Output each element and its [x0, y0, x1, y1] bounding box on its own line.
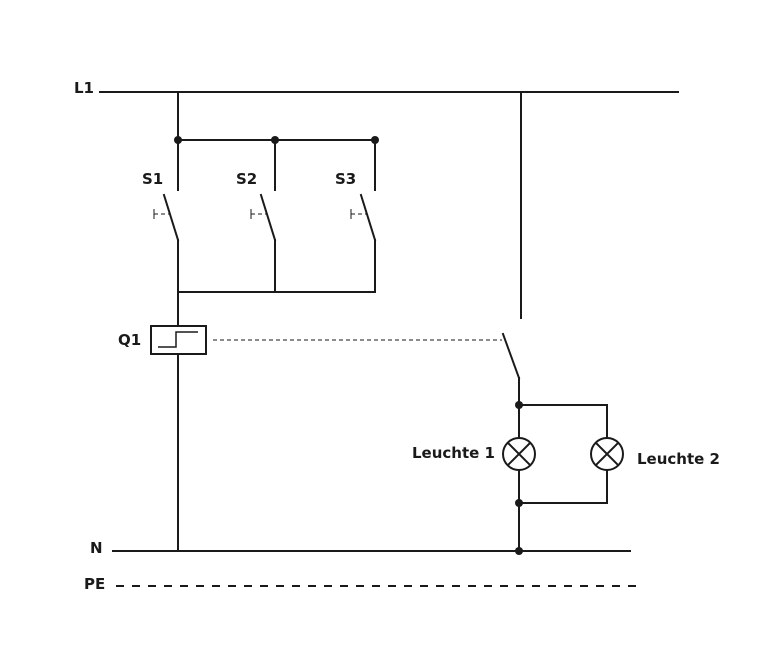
- q1-label: Q1: [118, 331, 141, 349]
- junction-dot: [515, 401, 523, 409]
- switch-s3: [350, 193, 377, 293]
- s1-label: S1: [142, 170, 163, 188]
- s3-label: S3: [335, 170, 356, 188]
- lamp-2-label: Leuchte 2: [637, 450, 720, 468]
- lamp-1-icon: [502, 437, 536, 471]
- switch-s1: [153, 193, 180, 293]
- junction-dot: [515, 547, 523, 555]
- junction-dot: [371, 136, 379, 144]
- n-label: N: [90, 539, 103, 557]
- relay-contact: [501, 332, 521, 380]
- junction-dot: [515, 499, 523, 507]
- s2-label: S2: [236, 170, 257, 188]
- pe-label: PE: [84, 575, 105, 593]
- lamp-1-label: Leuchte 1: [412, 444, 495, 462]
- junction-dot: [174, 136, 182, 144]
- lamp-2-icon: [590, 437, 624, 471]
- relay-q1: [150, 325, 207, 355]
- junction-dot: [271, 136, 279, 144]
- switch-s2: [250, 193, 277, 293]
- l1-label: L1: [74, 79, 94, 97]
